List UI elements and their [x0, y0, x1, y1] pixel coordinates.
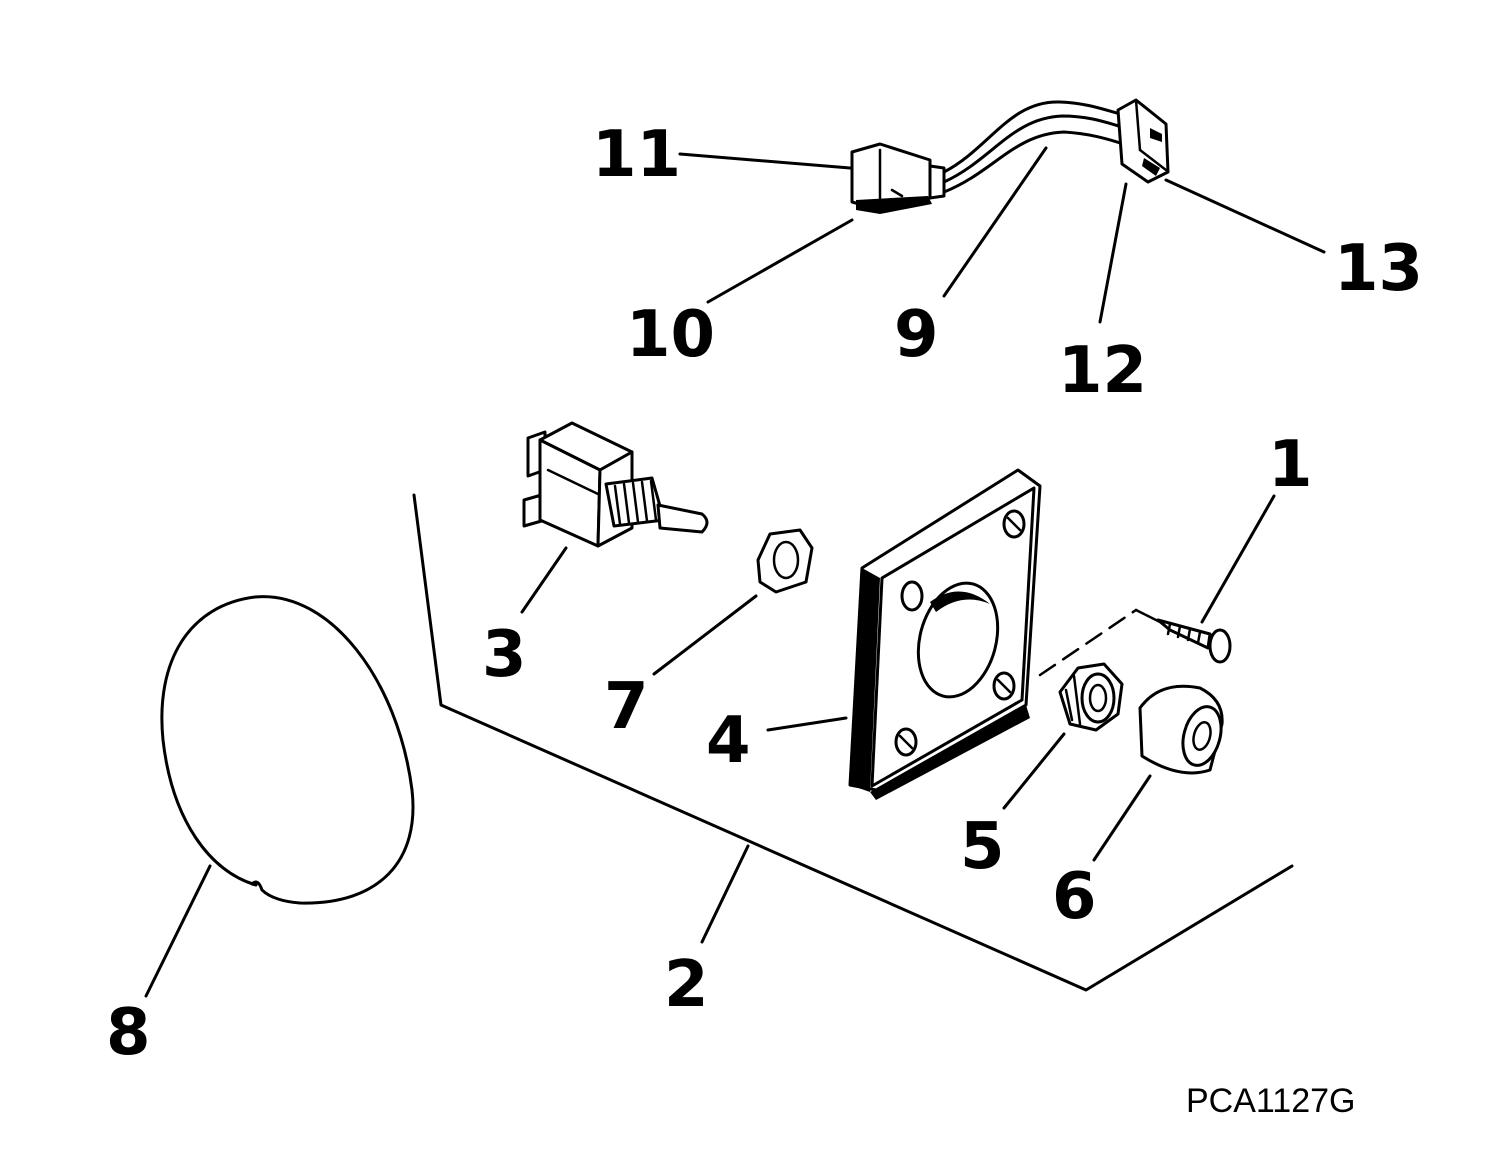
leader-4: [766, 716, 848, 732]
callout-2: 2: [664, 948, 709, 1022]
leader-7: [652, 594, 758, 676]
leader-10: [706, 218, 854, 304]
gasket-ring: [160, 595, 415, 905]
leader-8: [144, 864, 212, 998]
leader-9: [942, 146, 1048, 298]
callout-5: 5: [960, 810, 1005, 884]
leader-6: [1092, 774, 1152, 862]
screw: [1156, 618, 1232, 664]
callout-11: 11: [592, 118, 681, 192]
leader-5: [1002, 732, 1066, 810]
hex-nut: [756, 528, 814, 594]
mounting-plate: [848, 468, 1042, 800]
alignment-line: [1038, 608, 1162, 677]
leader-1: [1200, 494, 1276, 624]
callout-8: 8: [106, 996, 151, 1070]
callout-6: 6: [1052, 860, 1097, 934]
callout-12: 12: [1058, 334, 1147, 408]
switch-boot: [1138, 684, 1224, 775]
leader-3: [520, 546, 568, 614]
leader-11: [678, 152, 852, 170]
callout-labels: 11 10 9 12 13 1 3 7 4 5 6 2 8: [106, 118, 1423, 1070]
leader-12: [1098, 182, 1128, 324]
leader-lines: [144, 146, 1326, 998]
leader-13: [1164, 178, 1326, 254]
knurled-nut: [1058, 662, 1124, 732]
figure-id: PCA1127G: [1186, 1082, 1355, 1120]
callout-3: 3: [482, 618, 527, 692]
callout-13: 13: [1334, 232, 1423, 306]
leader-2: [700, 844, 750, 944]
panel-outline: [412, 493, 1294, 992]
callout-7: 7: [604, 670, 649, 744]
callout-10: 10: [626, 298, 715, 372]
callout-9: 9: [894, 298, 939, 372]
wire-harness: [850, 98, 1170, 214]
callout-1: 1: [1268, 428, 1313, 502]
callout-4: 4: [706, 704, 751, 778]
toggle-switch: [522, 421, 709, 548]
